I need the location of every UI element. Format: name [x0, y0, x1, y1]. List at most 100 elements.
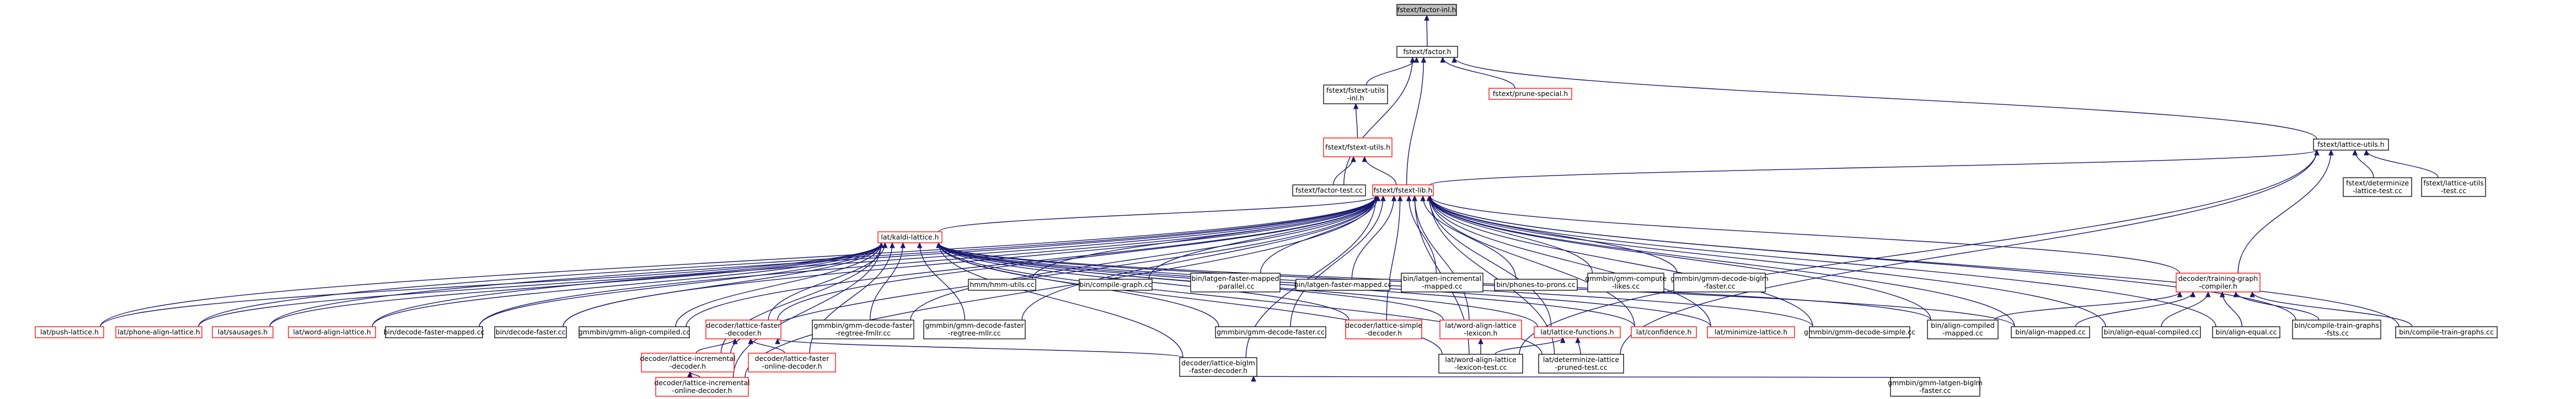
edge-lattice_utils_h-to-factor_h	[1454, 57, 2317, 140]
node-box	[877, 231, 942, 243]
node-gmm-decode-biglm-faster-cc[interactable]: gmmbin/gmm-decode-biglm-faster.cc	[1670, 273, 1769, 292]
node-label: -inl.h	[1347, 94, 1364, 102]
node-label: fstext/determinize	[2346, 179, 2409, 187]
arrowhead-latgen_incremental_mapped_cc-to-fstext_lib_h	[1406, 195, 1412, 201]
node-gmm-latgen-biglm-faster-cc[interactable]: gmmbin/gmm-latgen-biglm-faster.cc	[1888, 377, 1983, 397]
node-lattice-faster-decoder-h[interactable]: decoder/lattice-faster-decoder.h	[705, 320, 781, 339]
node-phones-to-prons-cc[interactable]: bin/phones-to-prons.cc	[1494, 279, 1578, 291]
node-align-compiled-mapped-cc[interactable]: bin/align-compiled-mapped.cc	[1927, 320, 1999, 339]
edge-compile_train_graphs_fsts_cc-to-training_graph_compiler_h	[2235, 291, 2320, 321]
node-compile-train-graphs-cc[interactable]: bin/compile-train-graphs.cc	[2395, 326, 2498, 338]
node-word-align-lattice-h[interactable]: lat/word-align-lattice.h	[288, 326, 376, 338]
node-box	[1079, 279, 1153, 291]
node-gmm-align-compiled-cc[interactable]: gmmbin/gmm-align-compiled.cc	[579, 326, 690, 338]
node-word-align-lattice-lexicon-h[interactable]: lat/word-align-lattice-lexicon.h	[1439, 320, 1522, 339]
node-label: gmmbin/gmm-decode-simple.cc	[1804, 328, 1915, 336]
node-label: fstext/factor-inl.h	[1397, 6, 1456, 14]
node-gmm-decode-faster-cc[interactable]: gmmbin/gmm-decode-faster.cc	[1215, 326, 1326, 338]
arrowhead-factor_test_cc-to-fstext_utils_h	[1351, 156, 1356, 162]
node-lattice-incremental-online-decoder-h[interactable]: decoder/lattice-incremental-online-decod…	[654, 377, 750, 397]
node-compile-graph-cc[interactable]: bin/compile-graph.cc	[1079, 279, 1153, 291]
node-factor-test-cc[interactable]: fstext/factor-test.cc	[1292, 184, 1366, 196]
node-lattice-utils-test-cc[interactable]: fstext/lattice-utils-test.cc	[2421, 177, 2486, 197]
node-prune-special-h[interactable]: fstext/prune-special.h	[1488, 88, 1572, 100]
node-decode-faster-mapped-cc[interactable]: bin/decode-faster-mapped.cc	[384, 326, 485, 338]
edge-latgen_faster_mapped_parallel_cc-to-fstext_lib_h	[1260, 195, 1379, 274]
arrowhead-gmm_decode_faster_cc-to-fstext_lib_h	[1380, 195, 1386, 201]
node-box	[385, 326, 483, 338]
node-fstext-utils-inl-h[interactable]: fstext/fstext-utils-inl.h	[1323, 84, 1388, 104]
node-box	[1401, 273, 1484, 292]
node-fstext-utils-h[interactable]: fstext/fstext-utils.h	[1323, 137, 1393, 157]
node-gmm-decode-faster-regtree-mllr-cc[interactable]: gmmbin/gmm-decode-faster-regtree-mllr.cc	[923, 320, 1026, 339]
node-box	[968, 279, 1036, 291]
edge-fstext_lib_h-to-lattice_utils_h	[1429, 150, 2317, 185]
node-latgen-faster-mapped-parallel-cc[interactable]: bin/latgen-faster-mapped-parallel.cc	[1190, 273, 1281, 292]
edge-minimize_lattice_h-to-fstext_lib_h	[1429, 195, 1711, 327]
node-label: lat/confidence.h	[1636, 328, 1692, 336]
arrowhead-determinize_lattice_pruned_test_cc-to-kaldi_lattice_h	[936, 242, 941, 248]
node-latgen-incremental-mapped-cc[interactable]: bin/latgen-incremental-mapped.cc	[1401, 273, 1484, 292]
node-decode-faster-cc[interactable]: bin/decode-faster.cc	[494, 326, 567, 338]
node-hmm-utils-cc[interactable]: hmm/hmm-utils.cc	[968, 279, 1036, 291]
node-align-mapped-cc[interactable]: bin/align-mapped.cc	[2011, 326, 2090, 338]
node-minimize-lattice-h[interactable]: lat/minimize-lattice.h	[1707, 326, 1795, 338]
edge-lattice_faster_decoder_h-to-fstext_lib_h	[777, 195, 1377, 321]
node-word-align-lattice-lexicon-test-cc[interactable]: lat/word-align-lattice-lexicon-test.cc	[1438, 354, 1523, 374]
node-label: -faster.cc	[1704, 282, 1736, 290]
arrowhead-prune_special_h-to-factor_h	[1440, 56, 1445, 63]
node-label: -faster.cc	[1919, 386, 1951, 395]
node-determinize-lattice-pruned-test-cc[interactable]: lat/determinize-lattice-pruned-test.cc	[1538, 354, 1624, 374]
node-lattice-utils-h[interactable]: fstext/lattice-utils.h	[2313, 139, 2389, 151]
node-box	[641, 353, 735, 373]
node-gmm-decode-simple-cc[interactable]: gmmbin/gmm-decode-simple.cc	[1804, 326, 1915, 338]
node-box	[2102, 326, 2201, 338]
arrowhead-gmm_latgen_biglm_faster_cc-to-lattice_biglm_faster_decoder_h	[1251, 375, 1256, 382]
node-label: gmmbin/gmm-decode-faster.cc	[1217, 328, 1325, 336]
node-phone-align-lattice-h[interactable]: lat/phone-align-lattice.h	[115, 326, 202, 338]
node-box	[1292, 184, 1366, 196]
node-factor-h[interactable]: fstext/factor.h	[1396, 46, 1458, 58]
node-push-lattice-h[interactable]: lat/push-lattice.h	[35, 326, 104, 338]
edge-gmm_compute_likes_cc-to-fstext_lib_h	[1429, 195, 1593, 274]
node-compile-train-graphs-fsts-cc[interactable]: bin/compile-train-graphs-fsts.cc	[2292, 320, 2381, 339]
node-training-graph-compiler-h[interactable]: decoder/training-graph-compiler.h	[2176, 273, 2261, 292]
edge-decode_faster_mapped_cc-to-kaldi_lattice_h	[479, 242, 882, 327]
edge-fstext_utils_inl_h-to-factor_h	[1365, 57, 1417, 86]
node-sausages-h[interactable]: lat/sausages.h	[212, 326, 274, 338]
arrowhead-fstext_utils_h-to-fstext_utils_inl_h	[1353, 103, 1359, 109]
node-box	[35, 326, 104, 338]
node-align-equal-cc[interactable]: bin/align-equal.cc	[2212, 326, 2280, 338]
node-box	[923, 320, 1026, 339]
node-box	[579, 326, 690, 338]
node-lattice-functions-h[interactable]: lat/lattice-functions.h	[1534, 326, 1621, 338]
node-gmm-compute-likes-cc[interactable]: gmmbin/gmm-compute-likes.cc	[1585, 273, 1667, 292]
node-box	[212, 326, 274, 338]
node-determinize-lattice-test-cc[interactable]: fstext/determinize-lattice-test.cc	[2343, 177, 2412, 197]
node-box	[1673, 273, 1766, 292]
node-gmm-decode-faster-regtree-fmllr-cc[interactable]: gmmbin/gmm-decode-faster-regtree-fmllr.c…	[812, 320, 914, 339]
node-label: -regtree-mllr.cc	[948, 329, 1001, 337]
edge-gmm_decode_faster_regtree_mllr_cc-to-kaldi_lattice_h	[919, 242, 966, 321]
node-label: hmm/hmm-utils.cc	[970, 280, 1034, 289]
node-box	[2395, 326, 2498, 338]
node-kaldi-lattice-h[interactable]: lat/kaldi-lattice.h	[877, 231, 942, 243]
node-lattice-simple-decoder-h[interactable]: decoder/lattice-simple-decoder.h	[1345, 320, 1422, 339]
node-fstext-lib-h[interactable]: fstext/fstext-lib.h	[1372, 184, 1434, 196]
arrowhead-compile_train_graphs_fsts_cc-to-training_graph_compiler_h	[2233, 291, 2239, 297]
node-label: -parallel.cc	[1217, 282, 1255, 290]
node-box	[2212, 326, 2280, 338]
node-lattice-biglm-faster-decoder-h[interactable]: decoder/lattice-biglm-faster-decoder.h	[1179, 357, 1257, 377]
edge-align_equal_cc-to-fstext_lib_h	[1429, 195, 2216, 327]
node-confidence-h[interactable]: lat/confidence.h	[1631, 326, 1697, 338]
node-label: -lexicon.h	[1464, 329, 1498, 337]
arrowhead-fstext_lib_h-to-factor_h	[1421, 56, 1427, 63]
node-lattice-faster-online-decoder-h[interactable]: decoder/lattice-faster-online-decoder.h	[748, 353, 836, 373]
node-box	[494, 326, 567, 338]
node-align-equal-compiled-cc[interactable]: bin/align-equal-compiled.cc	[2102, 326, 2201, 338]
node-label: gmmbin/gmm-latgen-biglm	[1888, 379, 1983, 387]
node-latgen-faster-mapped-cc[interactable]: bin/latgen-faster-mapped.cc	[1294, 279, 1392, 291]
node-box	[1534, 326, 1621, 338]
node-lattice-incremental-decoder-h[interactable]: decoder/lattice-incremental-decoder.h	[640, 353, 736, 373]
edge-gmm_decode_faster_cc-to-fstext_lib_h	[1290, 195, 1384, 327]
